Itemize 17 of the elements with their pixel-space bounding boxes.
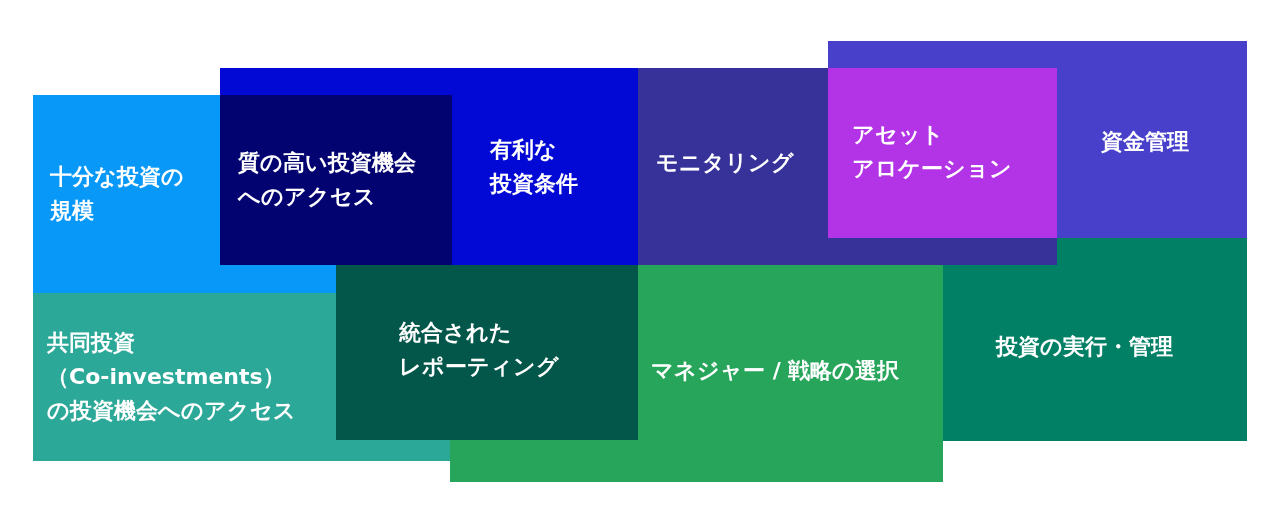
tile-label: 統合されたレポーティング <box>399 319 559 381</box>
tile <box>638 68 1057 265</box>
tile <box>220 68 638 265</box>
tile <box>220 95 452 265</box>
tile-label: アセットアロケーション <box>852 121 1012 183</box>
tile-label: 共同投資（Co-investments）の投資機会へのアクセス <box>47 329 296 425</box>
tile <box>828 68 1057 238</box>
tile <box>336 265 638 440</box>
tile-label: 有利な投資条件 <box>490 136 578 198</box>
tile-label: モニタリング <box>656 149 794 177</box>
tile-label: マネジャー / 戦略の選択 <box>651 357 900 385</box>
tile-label: 質の高い投資機会へのアクセス <box>238 149 416 211</box>
tile <box>828 41 1247 238</box>
tile-label: 投資の実行・管理 <box>996 333 1173 361</box>
tile-label: 資金管理 <box>1101 128 1189 156</box>
tile-label: 十分な投資の規模 <box>50 163 184 225</box>
tile <box>943 238 1247 441</box>
